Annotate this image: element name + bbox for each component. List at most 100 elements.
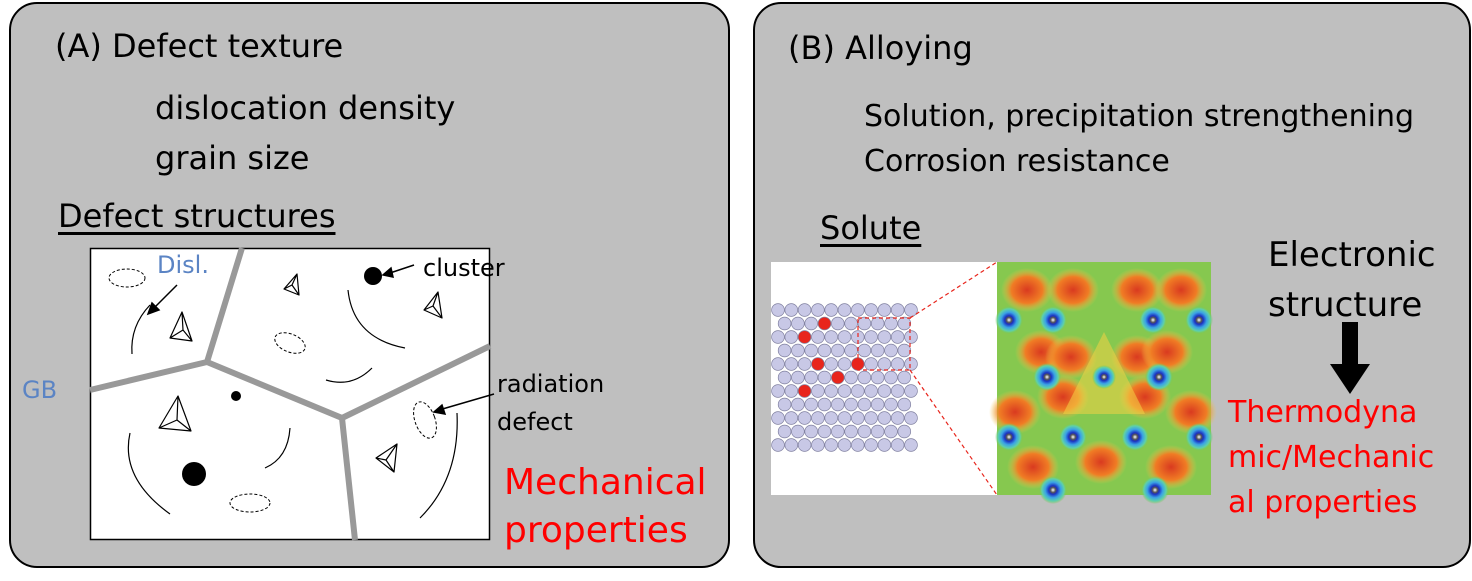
host-atom	[791, 397, 805, 412]
center-atom-density	[1092, 365, 1116, 389]
host-atom	[771, 384, 785, 398]
atom-core-density	[1039, 306, 1067, 334]
electronic-label-line1: Electronic	[1268, 235, 1436, 275]
host-atom	[784, 438, 799, 452]
label-arrows	[146, 264, 495, 415]
disl-label: Disl.	[157, 251, 209, 279]
panel-b-title: (B) Alloying	[788, 29, 973, 67]
host-atom	[851, 384, 865, 398]
host-atom	[804, 343, 818, 358]
mechanical-label-line1: Mechanical	[504, 462, 707, 503]
host-atom	[844, 316, 858, 331]
host-atom	[824, 438, 838, 452]
host-atom	[877, 330, 892, 344]
host-atom	[897, 370, 912, 385]
grain-boundaries	[89, 247, 492, 541]
host-atom	[864, 357, 878, 371]
host-atom	[897, 316, 912, 331]
zoom-line-top	[909, 261, 998, 319]
host-atom	[864, 438, 878, 452]
host-atom	[824, 330, 838, 344]
host-atom	[837, 384, 852, 398]
electronic-label-line2: structure	[1268, 285, 1423, 325]
host-atom	[797, 438, 812, 452]
solute-atom	[797, 330, 812, 344]
host-atom	[897, 343, 912, 358]
host-atom	[877, 303, 892, 317]
defect-schematic	[89, 247, 495, 541]
atom-core-density	[1033, 363, 1061, 391]
host-atom	[771, 357, 785, 371]
atom-core-density	[1141, 476, 1169, 504]
host-atom	[884, 343, 898, 358]
host-atom	[817, 370, 832, 385]
density-lobe	[1165, 390, 1217, 434]
host-atom	[791, 424, 805, 439]
host-atom	[824, 357, 838, 371]
thermo-label-line1: Thermodyna	[1228, 395, 1418, 430]
host-atom	[877, 411, 892, 425]
host-atom	[877, 357, 892, 371]
host-atom	[811, 411, 825, 425]
host-atom	[777, 370, 792, 385]
host-atom	[837, 411, 852, 425]
host-atom	[824, 384, 838, 398]
atom-core-density	[1039, 476, 1067, 504]
host-atom	[851, 303, 865, 317]
solute-atom	[831, 370, 845, 385]
zoom-box	[857, 317, 911, 371]
host-atom	[791, 370, 805, 385]
host-atom	[864, 303, 878, 317]
host-atom	[797, 303, 812, 317]
host-atom	[797, 411, 812, 425]
mechanical-label-line2: properties	[504, 510, 688, 551]
density-lobe	[1141, 330, 1193, 374]
host-atom	[890, 411, 905, 425]
host-atom	[844, 397, 858, 412]
atom-core-density	[1059, 423, 1087, 451]
defect-structures-heading: Defect structures	[58, 197, 336, 235]
host-atom	[857, 424, 872, 439]
host-atom	[837, 438, 852, 452]
host-atom	[791, 316, 805, 331]
cluster-label: cluster	[423, 254, 505, 282]
host-atom	[804, 397, 818, 412]
atom-core-density	[995, 423, 1023, 451]
density-lobe	[1047, 268, 1099, 312]
host-atom	[777, 397, 792, 412]
host-atom	[844, 424, 858, 439]
atom-core-density	[1139, 306, 1167, 334]
item-dislocation-density: dislocation density	[155, 89, 456, 127]
host-atom	[811, 438, 825, 452]
host-atom	[851, 438, 865, 452]
item-solution-strengthening: Solution, precipitation strengthening	[864, 99, 1415, 134]
host-atom	[811, 384, 825, 398]
density-lobe	[1001, 268, 1053, 312]
host-atom	[857, 343, 872, 358]
item-corrosion-resistance: Corrosion resistance	[864, 144, 1170, 179]
host-atom	[904, 303, 918, 317]
host-atom	[897, 424, 912, 439]
host-atom	[784, 357, 799, 371]
host-atom	[784, 330, 799, 344]
solute-heading: Solute	[820, 209, 922, 247]
host-atom	[837, 303, 852, 317]
host-atom	[777, 343, 792, 358]
host-atom	[837, 330, 852, 344]
host-atom	[831, 397, 845, 412]
host-atom	[797, 357, 812, 371]
density-lobe	[1111, 268, 1163, 312]
host-atom	[904, 384, 918, 398]
host-atom	[904, 357, 918, 371]
host-atom	[870, 424, 885, 439]
solute-atom	[817, 316, 832, 331]
host-atom	[824, 303, 838, 317]
host-atom	[817, 397, 832, 412]
host-atom	[890, 303, 905, 317]
atom-lattice	[771, 303, 918, 452]
host-atom	[831, 424, 845, 439]
host-atom	[884, 370, 898, 385]
host-atom	[870, 343, 885, 358]
atom-core-density	[1185, 306, 1213, 334]
host-atom	[904, 411, 918, 425]
